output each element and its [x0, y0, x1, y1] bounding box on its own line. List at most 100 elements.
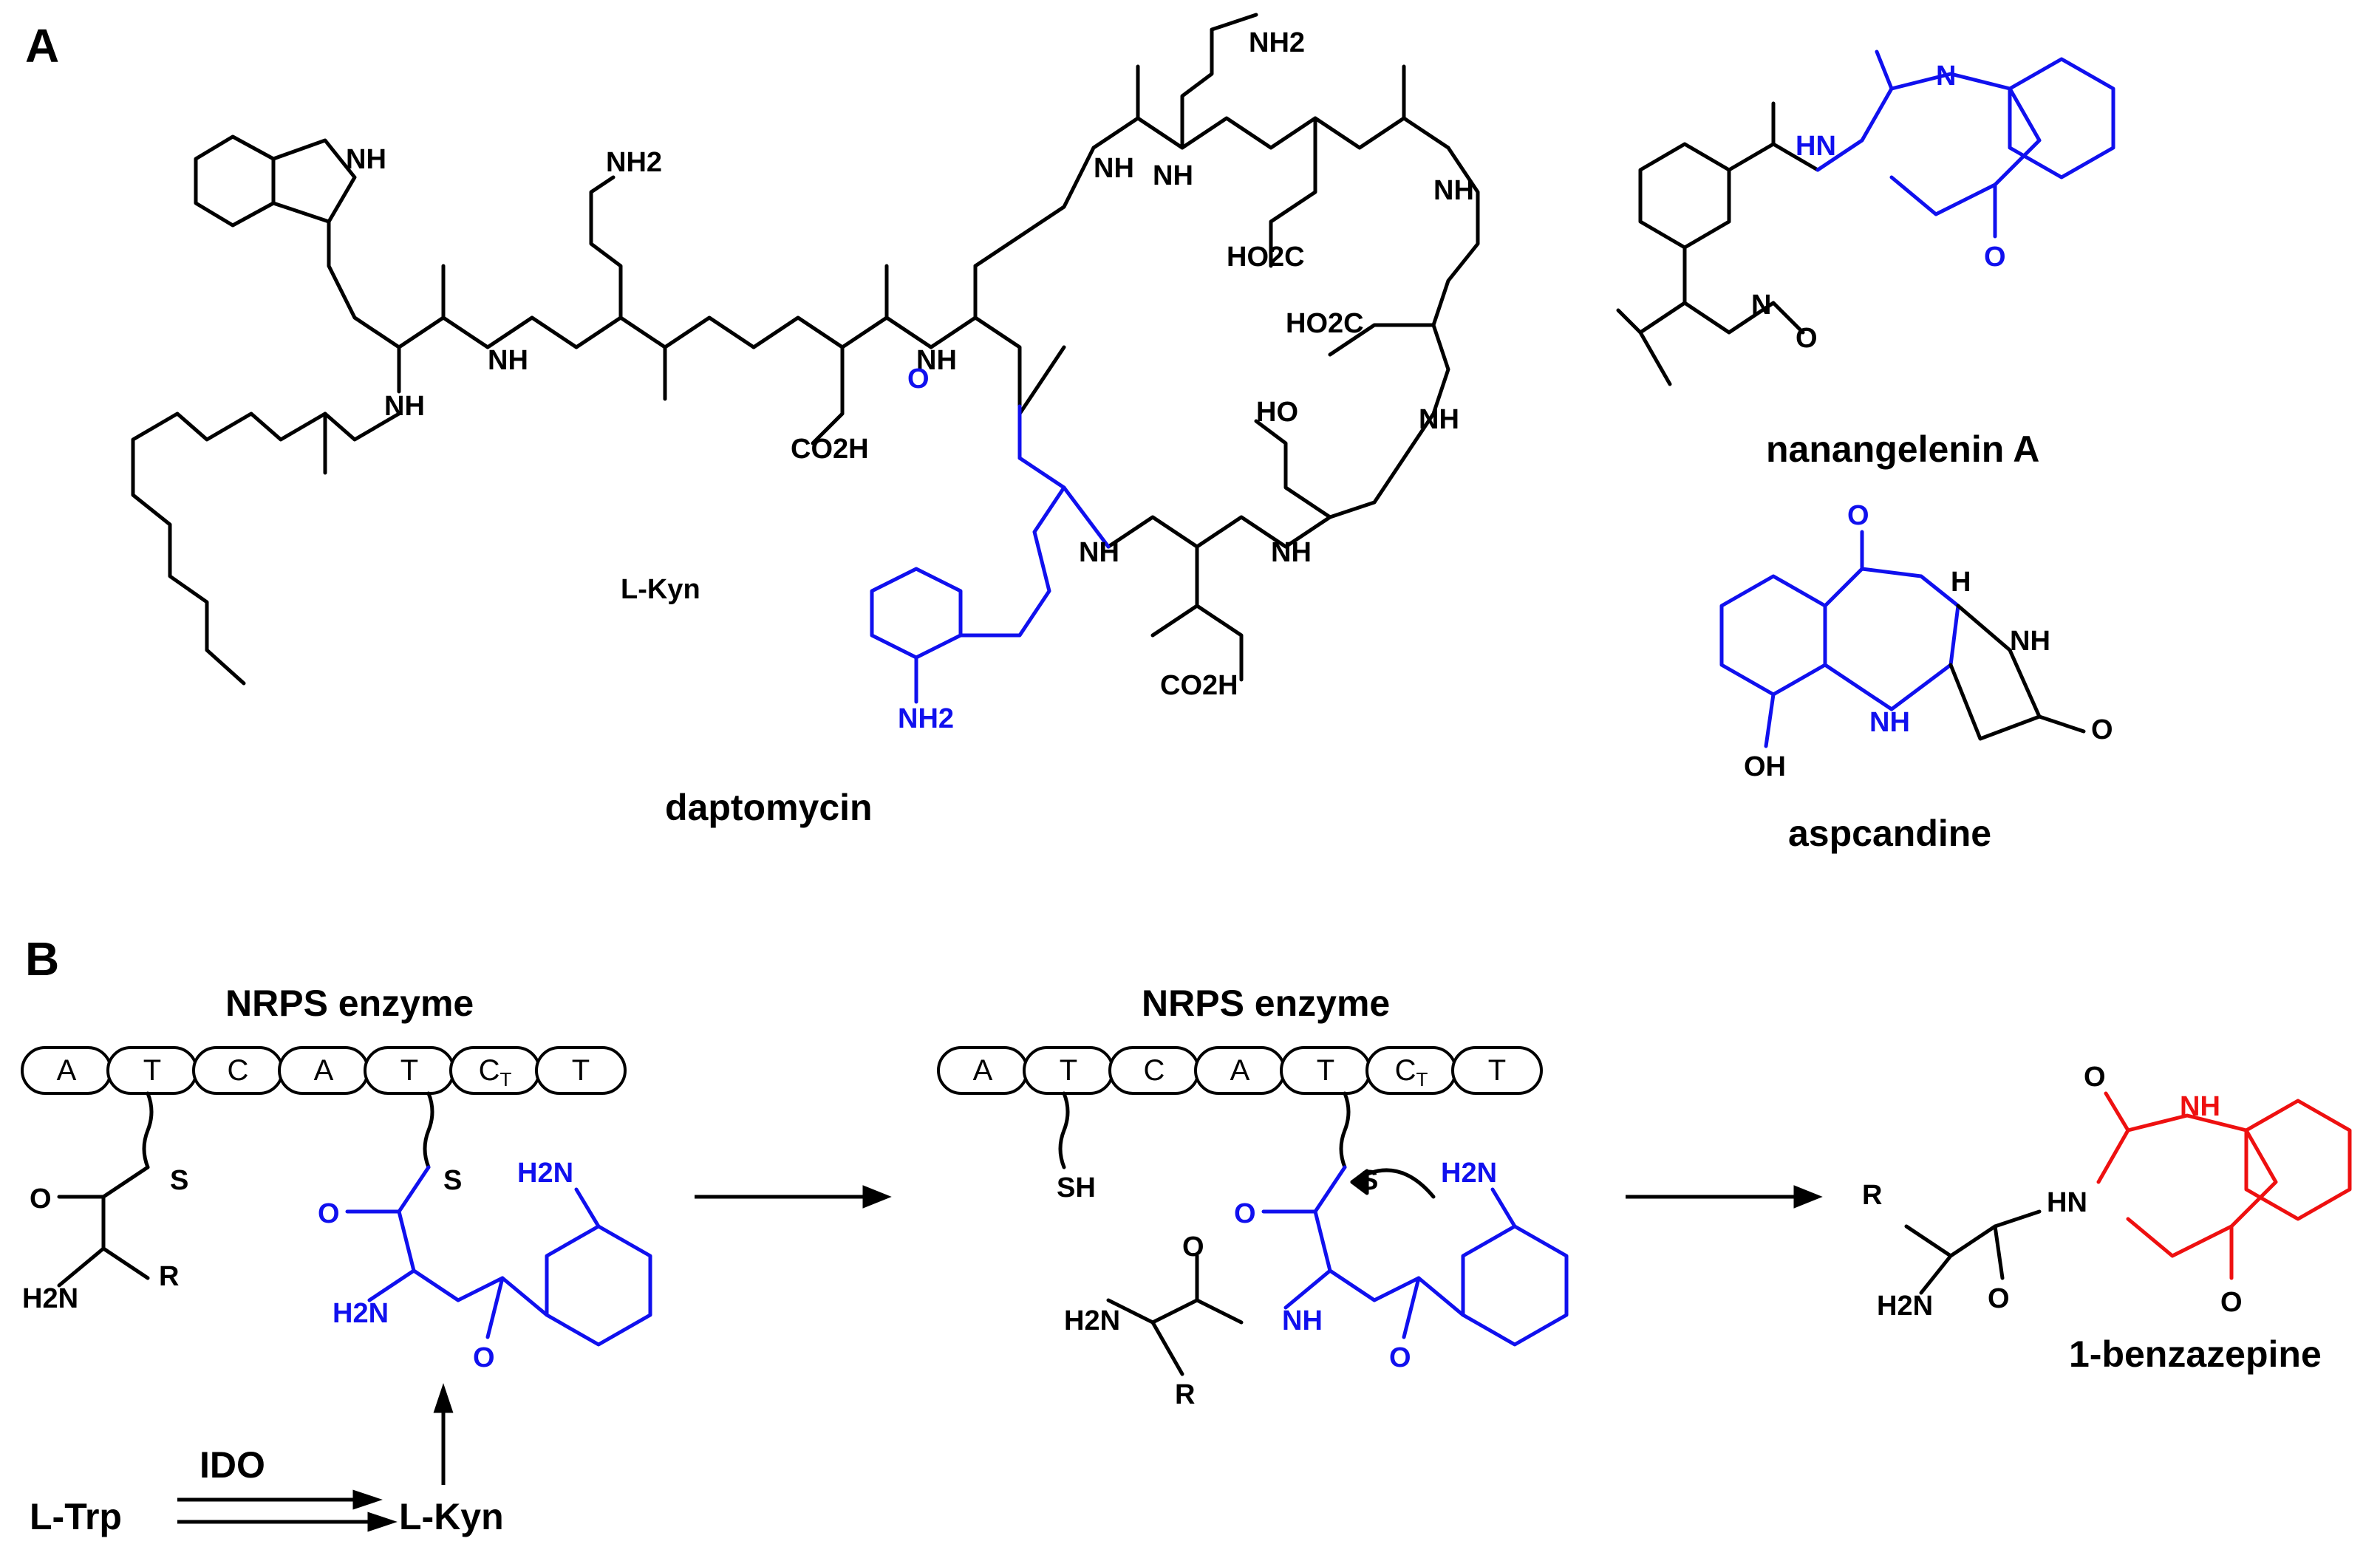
nrps-enzyme-label-1: NRPS enzyme: [225, 983, 474, 1024]
atom-label: NH: [384, 391, 425, 422]
nrps-domain-label: C: [228, 1054, 249, 1087]
product-amide-chain: [1904, 1209, 2042, 1258]
atom-label: O: [1796, 323, 1818, 354]
ido-equilibrium-arrows: [177, 1489, 398, 1532]
atom-label: S: [170, 1165, 188, 1196]
atom-label: HN: [1796, 131, 1836, 162]
trp-backbone: [327, 219, 534, 349]
nrps-domain-label: A: [57, 1054, 77, 1087]
atom-label: H2N: [1441, 1158, 1497, 1189]
middle-atom-labels: SH S O NH O H2N O H2N R: [1057, 1158, 1497, 1410]
aminoacyl-amine: [57, 1246, 106, 1288]
thioester-wavy-bond: [142, 1091, 154, 1169]
kyn-ester-linkage: [1017, 411, 1111, 549]
daptomycin-name: daptomycin: [665, 787, 873, 828]
mid-kyn-aryl-ring: [1461, 1224, 1569, 1347]
atom-label: O: [907, 363, 930, 394]
second-arrowhead: [367, 1512, 398, 1532]
nrps-domain-label: T: [1060, 1054, 1077, 1087]
nrps-domain-label: CT: [1395, 1054, 1428, 1090]
atom-label: NH2: [606, 147, 662, 178]
product-atom-labels: R H2N O HN O NH O: [1862, 1062, 2243, 1322]
nrps-domain-t: [535, 1046, 627, 1095]
fused-benzene-ring: [2008, 57, 2115, 180]
atom-label: OH: [1744, 751, 1786, 782]
orn-side-chain: [1180, 13, 1258, 150]
benzazepine-product-chain: [1904, 1209, 2042, 1295]
azepine-ring: [1815, 72, 2042, 216]
nrps-domain-label: C: [1144, 1054, 1165, 1087]
nrps-domain-label: T: [1488, 1054, 1506, 1087]
kyn-aryl-ring-b: [545, 1224, 652, 1347]
nanangelenin-atom-labels: HN N O N O: [1751, 61, 2006, 354]
daptomycin-structure: [131, 13, 1480, 686]
panel-label-a: A: [25, 19, 59, 72]
n-prenyl-chain: [1616, 245, 1687, 335]
atom-label: NH2: [898, 703, 954, 734]
asp2-side-chain: [1269, 116, 1317, 268]
aspcandine-atom-labels: O NH H NH OH O: [1744, 500, 2113, 782]
mglu-methyl: [1150, 604, 1199, 638]
nanangelenin-benzodiazepine-core: [1815, 49, 2115, 239]
step-arrows: [695, 1185, 1823, 1209]
benzazepine-azepine-ring: [2096, 1113, 2278, 1258]
atom-label: H: [1951, 567, 1971, 598]
product-amine-bond: [1919, 1254, 1953, 1295]
aminoacyl-chain: [101, 1165, 150, 1280]
kyn-chain: [397, 1165, 549, 1317]
atom-label: NH: [1094, 153, 1134, 184]
atom-label: N: [1936, 61, 1956, 92]
indole-pyrrole-ring: [271, 138, 357, 224]
atom-label: H2N: [22, 1283, 78, 1314]
daptomycin-kyn-residue: [870, 404, 1111, 704]
mid-kyn-chain: [1313, 1165, 1465, 1317]
atom-label: O: [318, 1198, 340, 1229]
atom-label: O: [1988, 1283, 2010, 1314]
macrocycle-bottom: [1106, 515, 1332, 549]
macrocycle-top: [973, 116, 1406, 268]
ltrp-label: L-Trp: [30, 1496, 122, 1537]
mid-dipeptide-chain: [1106, 1298, 1244, 1325]
atom-label: NH: [2180, 1091, 2220, 1122]
atom-label: O: [1984, 242, 2006, 273]
atom-label: N: [1751, 290, 1771, 321]
nrps-enzyme-label-2: NRPS enzyme: [1142, 983, 1390, 1024]
mid-kyn-nh: [1283, 1268, 1332, 1310]
atom-label: NH: [1869, 707, 1910, 738]
atom-label: NH2: [1249, 27, 1305, 58]
kyn-thioester-wavy-bond: [423, 1091, 434, 1169]
benzazepine-benzene-ring: [2244, 1099, 2352, 1221]
aspcandine-hydroxyl-bond: [1764, 692, 1776, 748]
attack-arrowhead: [1350, 1169, 1369, 1195]
atom-label: O: [1182, 1232, 1204, 1263]
left-intermediate: [57, 1091, 154, 1288]
asn-backbone: [618, 315, 756, 349]
nrps-domain-label: A: [314, 1054, 334, 1087]
atom-label: R: [1175, 1379, 1195, 1410]
middle-kyn-part: [1261, 1165, 1569, 1347]
atom-label: NH: [1079, 537, 1119, 568]
atom-label: R: [159, 1261, 179, 1292]
atom-label: HO2C: [1286, 308, 1364, 339]
daptomycin-atom-labels: NH NH NH NH2 CO2H NH NH2 NH NH HO2C HO2C…: [346, 27, 1474, 734]
atom-label: SH: [1057, 1172, 1096, 1203]
atom-label: NH: [1271, 537, 1312, 568]
atom-label: NH: [2010, 626, 2050, 657]
atom-label: NH: [346, 144, 386, 175]
atom-label: O: [473, 1342, 495, 1373]
nrps-domain-label: T: [1317, 1054, 1334, 1087]
left-atom-labels: S O H2N R S O H2N O H2N: [22, 1158, 573, 1373]
forward-arrowhead: [352, 1489, 383, 1510]
n-oxy-acetyl: [1682, 301, 1805, 335]
atom-label: NH: [1153, 160, 1193, 191]
mglu-side-chain: [1195, 544, 1244, 682]
lkyn-label: L-Kyn: [399, 1496, 504, 1537]
phenyl-ring: [1638, 142, 1731, 250]
ido-label: IDO: [200, 1444, 265, 1486]
pyrrolinone-carbonyl: [2037, 714, 2086, 734]
atom-label: NH: [1419, 404, 1459, 435]
atom-label: O: [1234, 1198, 1256, 1229]
loading-arrowhead: [433, 1383, 454, 1413]
